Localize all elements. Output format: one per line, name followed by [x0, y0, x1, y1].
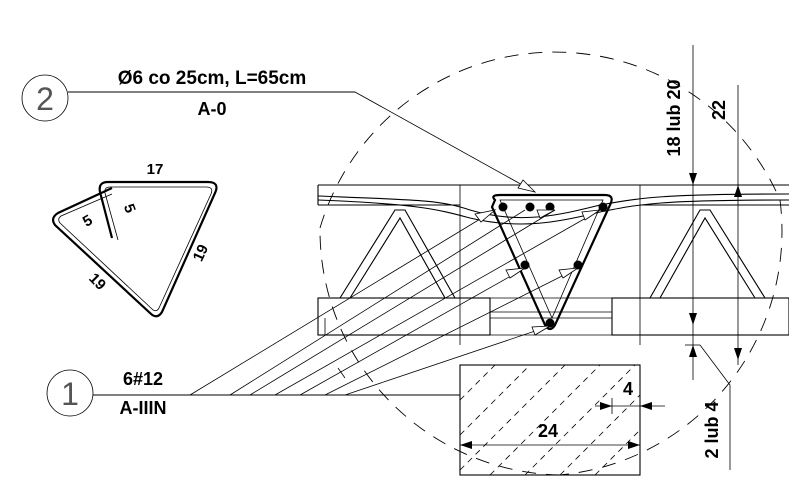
callout-2-number: 2 [36, 81, 54, 117]
dim-depth-b: 22 [709, 100, 729, 120]
stirrup-hook-a: 5 [80, 212, 96, 231]
callout-1-steel: A-IIIN [120, 398, 167, 418]
rebar-bars [498, 202, 608, 328]
detail-circle [319, 51, 783, 476]
callout-2[interactable]: 2 Ø6 co 25cm, L=65cm A-0 [21, 68, 537, 193]
callout-2-steel: A-0 [197, 99, 226, 119]
dim-width: 24 [538, 421, 558, 441]
stirrup-right-label: 19 [190, 242, 212, 264]
lattice-left [339, 209, 456, 299]
callout-1-spec: 6#12 [123, 369, 163, 389]
leaders-1 [189, 209, 601, 396]
dim-small: 4 [623, 379, 633, 399]
lattice-right [649, 209, 766, 299]
beam-stirrup [490, 193, 613, 331]
vertical-dimensions: 18 lub 20 22 2 lub 4 [664, 45, 745, 470]
callout-1[interactable]: 1 6#12 A-IIIN [46, 369, 460, 418]
dim-depth-a: 18 lub 20 [664, 79, 684, 156]
stirrup-left-label: 19 [85, 270, 109, 294]
hollow-block-right [611, 297, 789, 336]
stirrup-sketch: 17 5 5 19 19 [51, 161, 218, 318]
stirrup-top-label: 17 [147, 161, 164, 178]
hollow-block-left [317, 297, 491, 336]
callout-1-number: 1 [61, 376, 79, 412]
stirrup-hook-b: 5 [120, 202, 139, 216]
callout-2-spec: Ø6 co 25cm, L=65cm [118, 68, 307, 89]
horizontal-dimensions: 24 4 [460, 379, 665, 449]
wall-section [459, 364, 641, 476]
dim-cover: 2 lub 4 [702, 401, 722, 458]
